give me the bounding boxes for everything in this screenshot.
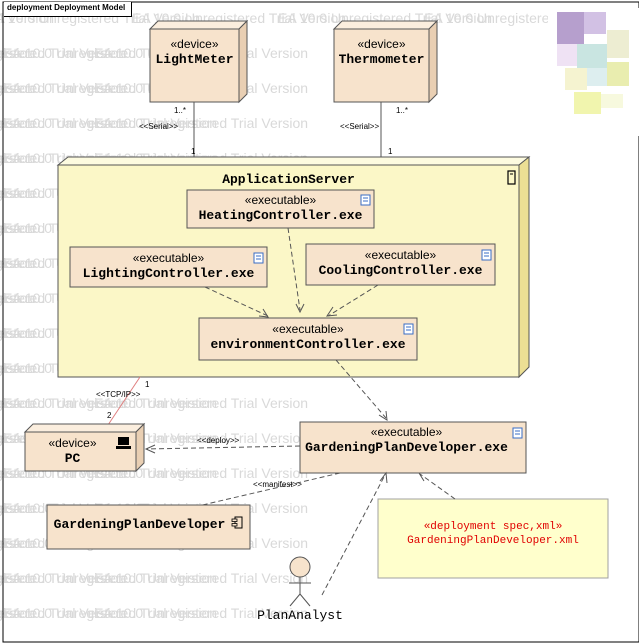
watermark-text: EA 10.0 Unregistered Trial Version: [0, 500, 36, 516]
light-meter-name: LightMeter: [155, 52, 234, 67]
gardening-exe-stereotype: «executable»: [370, 425, 443, 439]
watermark-text: EA 10.0 Unregistered Trial Version: [0, 115, 36, 131]
light-meter-node[interactable]: [148, 19, 249, 104]
component-icon: [231, 516, 243, 529]
watermark-text: EA 10.0 Unregistered Trial Version: [0, 185, 36, 201]
thermometer-name: Thermometer: [338, 52, 425, 67]
watermark-text: EA 10.0 Unregistered Trial Version: [278, 10, 493, 26]
pc-node[interactable]: [23, 422, 146, 473]
heating-stereotype: «executable»: [244, 193, 317, 207]
watermark-text: EA 10.0 Unregistered Trial Version: [0, 220, 36, 236]
actor-association[interactable]: [321, 474, 386, 596]
deployment-spec-stereotype: «deployment spec,xml»: [423, 521, 563, 533]
pc-name: PC: [64, 451, 81, 466]
tcpip-mult-bottom: 2: [107, 411, 112, 420]
light-mult-bottom: 1: [191, 147, 196, 156]
dependency-arrow[interactable]: [335, 359, 387, 419]
environment-stereotype: «executable»: [272, 322, 344, 336]
watermark-text: EA 10.0 Unregistered Trial Version: [0, 360, 36, 376]
watermark-text: EA 10.0 Unregistered Trial Version: [0, 150, 36, 166]
light-mult-top: 1..*: [174, 106, 187, 115]
cooling-stereotype: «executable»: [364, 248, 437, 262]
cooling-name: CoolingController.exe: [318, 263, 483, 278]
light-serial-label: <<Serial>>: [139, 122, 179, 131]
watermark-text: EA 10.0 Unregistered Trial Version: [0, 570, 36, 586]
thermometer-node[interactable]: [332, 19, 439, 104]
manifest-label: <<manifest>>: [253, 480, 302, 489]
lighting-name: LightingController.exe: [82, 266, 255, 281]
thermo-mult-top: 1..*: [396, 106, 409, 115]
document-icon: [512, 427, 523, 439]
watermark-text: EA 10.0 Unregistered Trial Version: [0, 290, 36, 306]
dependency-arrow[interactable]: [327, 284, 379, 317]
environment-controller-artifact[interactable]: [198, 317, 418, 361]
gardening-exe-artifact[interactable]: [299, 421, 527, 474]
lighting-controller-artifact[interactable]: [69, 246, 268, 288]
environment-name: environmentController.exe: [210, 337, 406, 352]
thermo-serial-label: <<Serial>>: [340, 122, 380, 131]
dependency-arrow[interactable]: [204, 286, 269, 317]
watermark-text: EA 10.0 Unregistered Trial Version: [0, 80, 36, 96]
watermark-row: EA 10.0 Unregistered Trial VersionEA 10.…: [0, 115, 639, 131]
deploy-label: <<deploy>>: [197, 436, 240, 445]
node-icon: [507, 170, 516, 185]
watermark-row: EA 10.0 Unregistered Trial VersionEA 10.…: [0, 605, 639, 621]
document-icon: [253, 252, 264, 264]
light-meter-stereotype: «device»: [170, 37, 219, 51]
watermark-text: EA 10.0 Unregistered Trial Version: [0, 535, 36, 551]
deployment-spec[interactable]: [377, 498, 609, 579]
watermark-text: EA 10.0 Unregistered Trial Version: [0, 605, 36, 621]
gardening-exe-name: GardeningPlanDeveloper.exe: [305, 440, 508, 455]
thermo-mult-bottom: 1: [388, 147, 393, 156]
watermark-text: EA 10.0 Unregistered Trial Version: [0, 325, 36, 341]
plan-analyst-name: PlanAnalyst: [257, 608, 343, 623]
gardening-component-name: GardeningPlanDeveloper: [53, 517, 226, 532]
deployment-spec-name: GardeningPlanDeveloper.xml: [407, 535, 579, 547]
blurred-artifact: [548, 8, 639, 136]
watermark-text: EA 10.0 Unregistered Trial Version: [0, 255, 36, 271]
watermark-row: EA 10.0 Unregistered Trial VersionEA 10.…: [0, 570, 639, 586]
document-icon: [360, 194, 371, 206]
thermometer-stereotype: «device»: [357, 37, 406, 51]
watermark-text: EA 10.0 Unregistered Trial Version: [0, 395, 36, 411]
spec-dependency[interactable]: [419, 473, 456, 500]
document-icon: [403, 323, 414, 335]
lighting-stereotype: «executable»: [132, 251, 205, 265]
cooling-controller-artifact[interactable]: [305, 243, 496, 286]
watermark-row: EA 10.0 Unregistered Trial VersionEA 10.…: [0, 395, 639, 411]
application-server-name: ApplicationServer: [222, 172, 355, 187]
deploy-arrow[interactable]: [145, 445, 301, 450]
tcpip-mult-top: 1: [145, 380, 150, 389]
heating-controller-artifact[interactable]: [186, 189, 375, 229]
document-icon: [481, 249, 492, 261]
dependency-arrow[interactable]: [287, 227, 301, 311]
plan-analyst-actor[interactable]: [289, 556, 311, 607]
gardening-component[interactable]: [46, 504, 251, 550]
computer-icon: [116, 437, 131, 449]
tcpip-label: <<TCP/IP>>: [96, 390, 141, 399]
watermark-text: EA 10.0 Unregistered Trial Version: [0, 45, 36, 61]
heating-name: HeatingController.exe: [198, 208, 363, 223]
pc-stereotype: «device»: [48, 436, 97, 450]
frame-title: deployment Deployment Model: [4, 2, 133, 17]
